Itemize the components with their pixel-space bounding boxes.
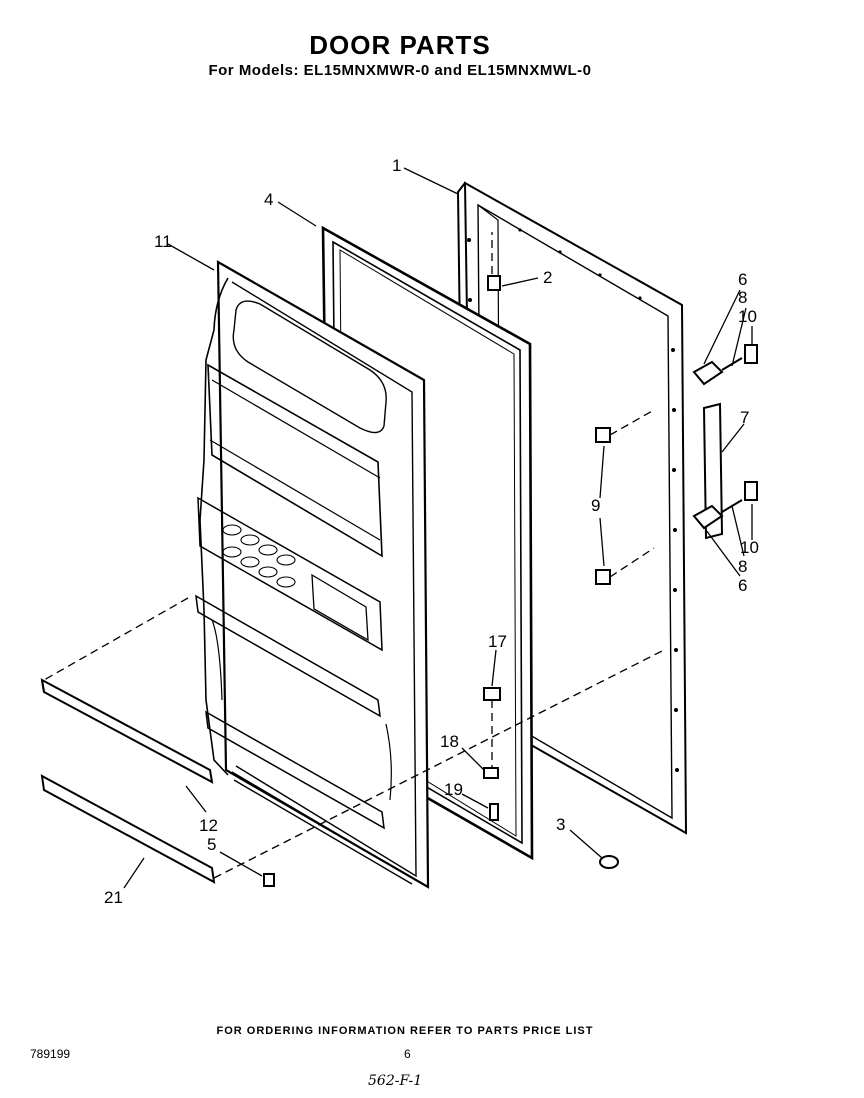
callout-11: 11	[154, 232, 172, 251]
callout-7: 7	[740, 408, 750, 427]
page-title: DOOR PARTS	[309, 30, 491, 60]
shelf-bar-12	[40, 678, 214, 784]
callout-19: 19	[444, 780, 463, 799]
callout-4: 4	[264, 190, 274, 209]
bracket-9-upper	[595, 427, 611, 443]
callout-2: 2	[543, 268, 553, 287]
callout-8-lower: 8	[738, 557, 748, 576]
part-18	[483, 767, 499, 779]
handle-bar-7	[702, 402, 724, 540]
callout-17: 17	[488, 632, 507, 651]
lower-hinge-hardware	[692, 481, 758, 530]
shelf-bar-21	[40, 774, 216, 884]
callout-9: 9	[591, 496, 601, 515]
callout-6-lower: 6	[738, 576, 748, 595]
page-number: 6	[404, 1047, 411, 1061]
callout-12: 12	[199, 816, 218, 835]
callout-18: 18	[440, 732, 459, 751]
handwritten-note: 562-F-1	[368, 1073, 423, 1089]
callout-8-upper: 8	[738, 288, 748, 307]
callout-5: 5	[207, 835, 217, 854]
callout-10-upper: 10	[738, 307, 757, 326]
callout-10-lower: 10	[740, 538, 759, 557]
ordering-note: FOR ORDERING INFORMATION REFER TO PARTS …	[216, 1025, 594, 1037]
inner-door-liner	[195, 260, 430, 889]
cap-3	[599, 855, 619, 869]
callout-21: 21	[104, 888, 123, 907]
callout-3: 3	[556, 815, 566, 834]
screw-19	[489, 803, 499, 821]
upper-hinge-hardware	[692, 344, 758, 386]
models-subtitle: For Models: EL15MNXMWR-0 and EL15MNXMWL-…	[208, 62, 592, 79]
plug-2	[487, 275, 501, 291]
part-17	[483, 687, 501, 701]
document-number: 789199	[30, 1047, 71, 1061]
screw-5	[263, 873, 275, 887]
callout-6-upper: 6	[738, 270, 748, 289]
callout-1: 1	[392, 156, 402, 175]
bracket-9-lower	[595, 569, 611, 585]
